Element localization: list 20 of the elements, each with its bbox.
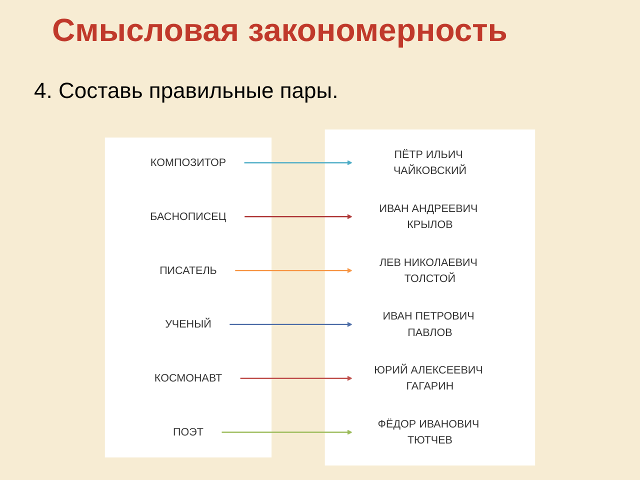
node-text: ЮРИЙ АЛЕКСЕЕВИЧ ГАГАРИН bbox=[374, 364, 483, 392]
arrow bbox=[244, 214, 352, 220]
node-text: УЧЕНЫЙ bbox=[165, 318, 212, 330]
arrow bbox=[244, 160, 352, 166]
arrow bbox=[229, 322, 352, 328]
node-text: ИВАН ПЕТРОВИЧ ПАВЛОВ bbox=[382, 310, 474, 338]
node-text: БАСНОПИСЕЦ bbox=[150, 210, 226, 222]
arrow bbox=[221, 430, 352, 435]
node-text: ПИСАТЕЛЬ bbox=[160, 264, 217, 276]
node-text: ФЁДОР ИВАНОВИЧ ТЮТЧЕВ bbox=[378, 418, 480, 446]
node-text: КОСМОНАВТ bbox=[154, 372, 222, 384]
node-text: ПЁТР ИЛЬИЧ ЧАЙКОВСКИЙ bbox=[393, 148, 467, 177]
node-text: ЛЕВ НИКОЛАЕВИЧ ТОЛСТОЙ bbox=[379, 256, 478, 284]
title: Смысловая закономерность bbox=[52, 12, 508, 49]
arrow bbox=[240, 376, 352, 381]
node-text: КОМПОЗИТОР bbox=[150, 156, 226, 168]
arrow bbox=[234, 268, 352, 274]
instruction-text: 4. Составь правильные пары. bbox=[34, 78, 338, 104]
node-text: ИВАН АНДРЕЕВИЧ КРЫЛОВ bbox=[379, 202, 478, 230]
node-text: ПОЭТ bbox=[172, 426, 204, 438]
